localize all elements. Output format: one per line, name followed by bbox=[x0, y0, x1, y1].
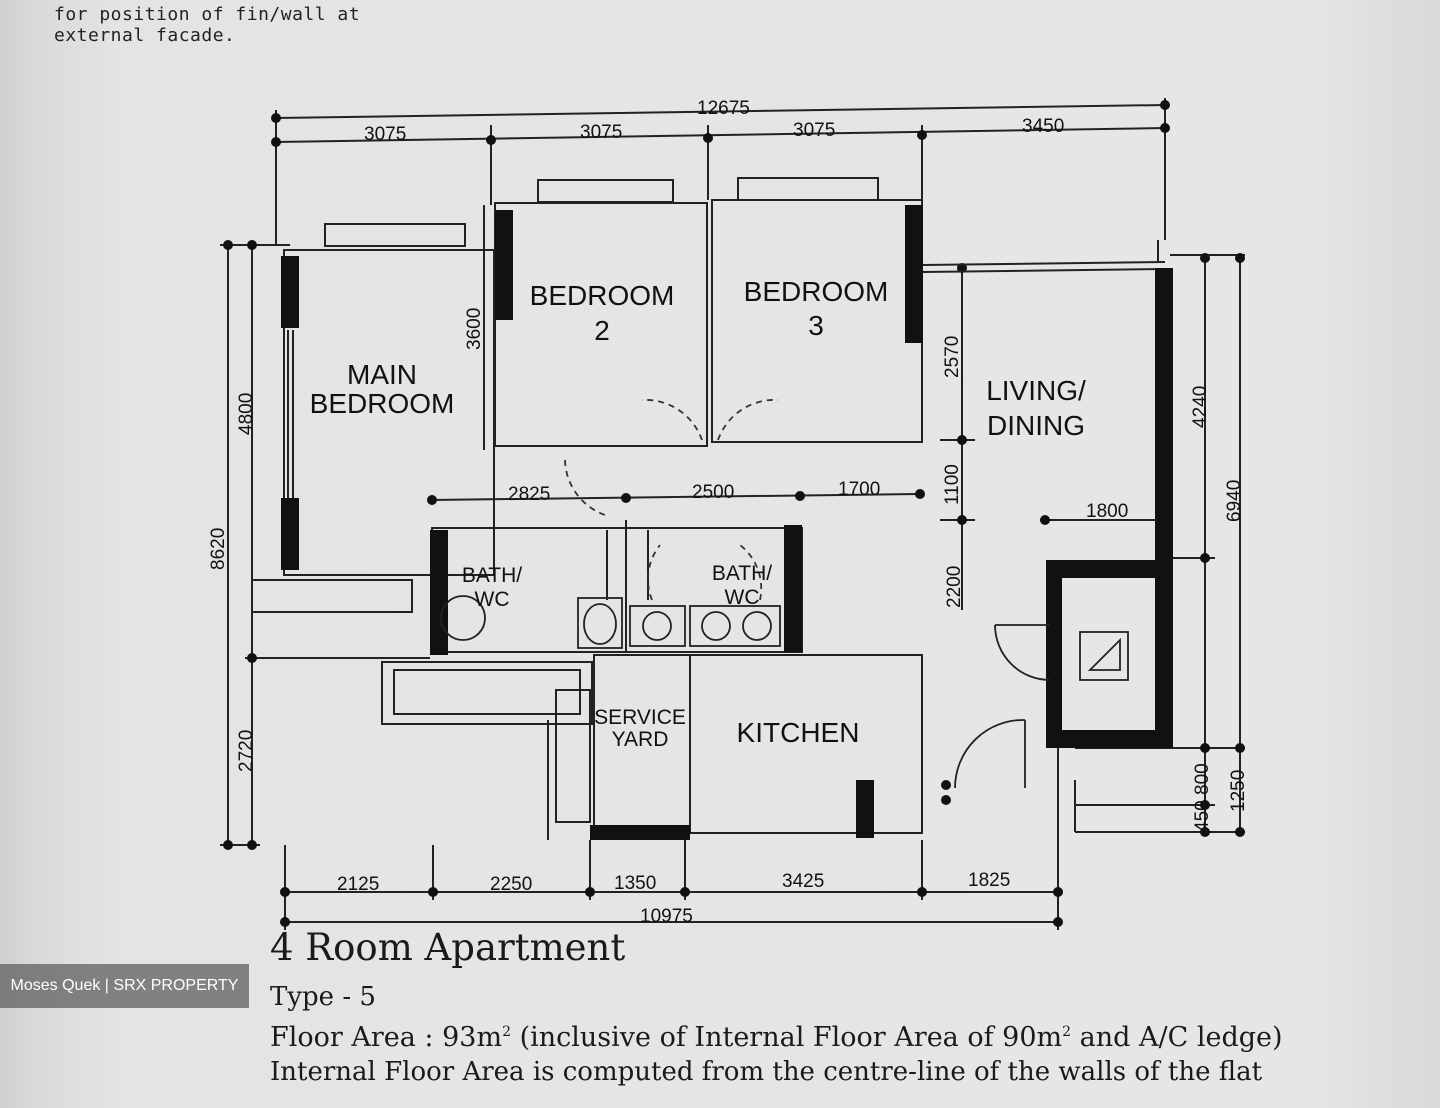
label-bedroom3-1: BEDROOM bbox=[744, 276, 889, 307]
dim-bottom-3: 1350 bbox=[614, 873, 656, 894]
dim-inner-1700: 1700 bbox=[838, 479, 880, 500]
label-bath2-1: BATH/ bbox=[712, 562, 772, 585]
caption-type: Type - 5 bbox=[270, 982, 376, 1012]
caption-floor-area: Floor Area : 93m2 (inclusive of Internal… bbox=[270, 1022, 1283, 1053]
label-living-1: LIVING/ bbox=[986, 375, 1086, 406]
dim-left-lower: 2720 bbox=[236, 730, 257, 772]
area-sup2: 2 bbox=[1062, 1024, 1072, 1040]
walls-thick bbox=[281, 205, 1173, 840]
label-bath1-1: BATH/ bbox=[462, 564, 522, 587]
dim-bottom-2: 2250 bbox=[490, 874, 532, 895]
area-suffix: and A/C ledge) bbox=[1071, 1022, 1283, 1053]
plan-caption: 4 Room Apartment Type - 5 Floor Area : 9… bbox=[270, 926, 1283, 1088]
caption-note: Internal Floor Area is computed from the… bbox=[270, 1057, 1263, 1087]
label-main-bedroom-2: BEDROOM bbox=[310, 388, 455, 419]
dim-right-800: 800 bbox=[1192, 763, 1213, 795]
label-main-bedroom-1: MAIN bbox=[347, 359, 417, 390]
dim-living-mid: 1100 bbox=[942, 464, 963, 505]
label-service-2: YARD bbox=[612, 728, 669, 751]
dim-top-2: 3075 bbox=[580, 122, 622, 143]
dim-overall-bottom: 10975 bbox=[640, 906, 693, 927]
label-bedroom3-2: 3 bbox=[808, 310, 824, 341]
dim-inner-1800: 1800 bbox=[1086, 501, 1128, 522]
dim-bed2-height: 3600 bbox=[464, 308, 485, 350]
label-bath1-2: WC bbox=[475, 588, 510, 611]
dim-bottom-1: 2125 bbox=[337, 874, 379, 895]
label-bedroom2-2: 2 bbox=[594, 315, 610, 346]
dim-top-1: 3075 bbox=[364, 124, 406, 145]
dim-top-4: 3450 bbox=[1022, 116, 1064, 137]
label-service-1: SERVICE bbox=[594, 706, 686, 729]
watermark: Moses Quek | SRX PROPERTY bbox=[0, 964, 249, 1008]
dim-overall-top: 12675 bbox=[697, 98, 750, 119]
dim-top-3: 3075 bbox=[793, 120, 835, 141]
dim-right-450: 450 bbox=[1192, 800, 1213, 832]
dim-bottom-5: 1825 bbox=[968, 870, 1010, 891]
dim-left-total: 8620 bbox=[208, 528, 229, 570]
dim-inner-2500: 2500 bbox=[692, 482, 734, 503]
area-mid: (inclusive of Internal Floor Area of 90m bbox=[511, 1022, 1063, 1053]
facade-note-line1: for position of fin/wall at bbox=[54, 4, 361, 25]
dim-living-lower: 2200 bbox=[944, 566, 965, 608]
dim-bottom-4: 3425 bbox=[782, 871, 824, 892]
caption-title: 4 Room Apartment bbox=[270, 926, 626, 969]
dim-right-6940: 6940 bbox=[1224, 480, 1245, 522]
area-sup1: 2 bbox=[502, 1024, 511, 1040]
dim-left-upper: 4800 bbox=[236, 393, 257, 435]
label-kitchen: KITCHEN bbox=[737, 717, 860, 748]
label-bedroom2-1: BEDROOM bbox=[530, 280, 675, 311]
door-swings bbox=[564, 399, 779, 601]
dimension-dots bbox=[223, 100, 1245, 927]
dim-right-1250: 1250 bbox=[1228, 770, 1249, 812]
dim-inner-2825: 2825 bbox=[508, 484, 550, 505]
dim-living-upper: 2570 bbox=[942, 336, 963, 378]
facade-note: for position of fin/wall at external fac… bbox=[54, 4, 360, 46]
area-prefix: Floor Area : 93m bbox=[270, 1022, 503, 1053]
label-bath2-2: WC bbox=[725, 586, 760, 609]
floor-plan: 12675 3075 3075 3075 3450 8620 4800 2720… bbox=[208, 98, 1249, 930]
fixtures bbox=[440, 595, 1129, 789]
facade-note-line2: external facade. bbox=[54, 25, 236, 46]
walls-thin bbox=[251, 177, 1166, 840]
dim-right-4240: 4240 bbox=[1190, 386, 1211, 428]
label-living-2: DINING bbox=[987, 410, 1085, 441]
